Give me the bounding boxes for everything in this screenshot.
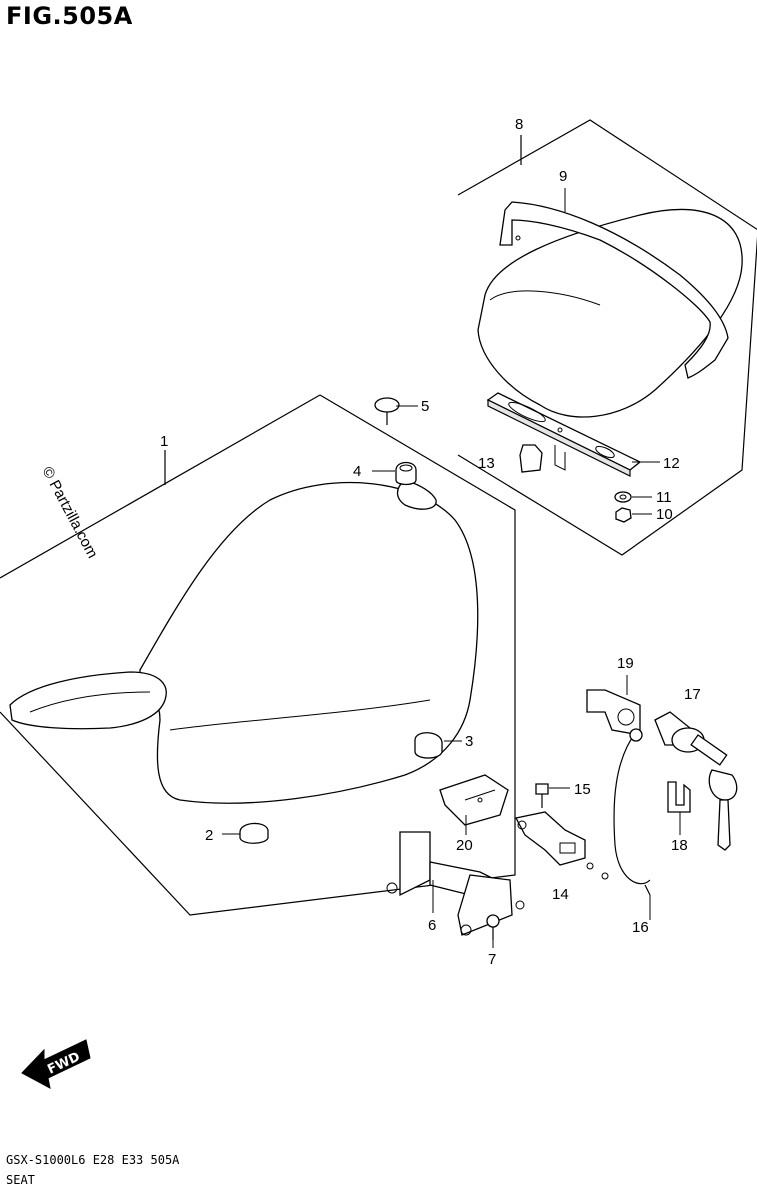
seat-lock-bracket[interactable] (439, 774, 509, 826)
bolt[interactable] (535, 783, 549, 808)
front-seat-group-frame (0, 394, 516, 916)
washer[interactable] (614, 491, 632, 503)
grommet[interactable] (395, 461, 417, 486)
rear-seat-group-frame (457, 119, 757, 556)
callout-6: 6 (428, 917, 436, 934)
front-cushion-rubber[interactable] (414, 732, 443, 759)
callout-14: 14 (552, 886, 569, 903)
nut[interactable] (615, 507, 632, 523)
stud[interactable] (374, 397, 400, 425)
watermark: © Partzilla.com (38, 464, 100, 561)
key-clip[interactable] (667, 781, 691, 813)
callout-20: 20 (456, 837, 473, 854)
callout-16: 16 (632, 919, 649, 936)
callout-10: 10 (656, 506, 673, 523)
seat-strap[interactable] (499, 201, 729, 379)
forward-arrow-icon: FWD (21, 1039, 91, 1089)
callout-2: 2 (205, 827, 213, 844)
front-cushion-rubber-lower[interactable] (239, 822, 269, 844)
bolt-small[interactable] (486, 914, 500, 940)
leader-lines (222, 188, 681, 948)
seat-lock-set[interactable] (629, 711, 738, 851)
seat-lock[interactable] (515, 811, 586, 866)
model-code: GSX-S1000L6 E28 E33 505A (6, 1153, 180, 1167)
callout-19: 19 (617, 655, 634, 672)
callout-12: 12 (663, 455, 680, 472)
section-name: SEAT (6, 1173, 35, 1187)
callout-9: 9 (559, 168, 567, 185)
seat-lock-cable[interactable] (586, 731, 651, 896)
callout-3: 3 (465, 733, 473, 750)
callout-17: 17 (684, 686, 701, 703)
callout-11: 11 (656, 489, 672, 506)
callout-5: 5 (421, 398, 429, 415)
callout-1: 1 (160, 433, 168, 450)
callout-4: 4 (353, 463, 361, 480)
lock-holder-bracket[interactable] (586, 689, 641, 736)
callout-8: 8 (515, 116, 523, 133)
callout-7: 7 (488, 951, 496, 968)
callout-13: 13 (478, 455, 495, 472)
front-seat[interactable] (9, 479, 479, 804)
rear-cushion-rubber[interactable] (519, 444, 543, 473)
callout-labels: 1 2 3 4 5 6 7 8 9 10 11 12 13 14 15 16 1… (160, 116, 701, 968)
figure-title: FIG.505A (6, 2, 133, 30)
callout-15: 15 (574, 781, 591, 798)
callout-18: 18 (671, 837, 688, 854)
